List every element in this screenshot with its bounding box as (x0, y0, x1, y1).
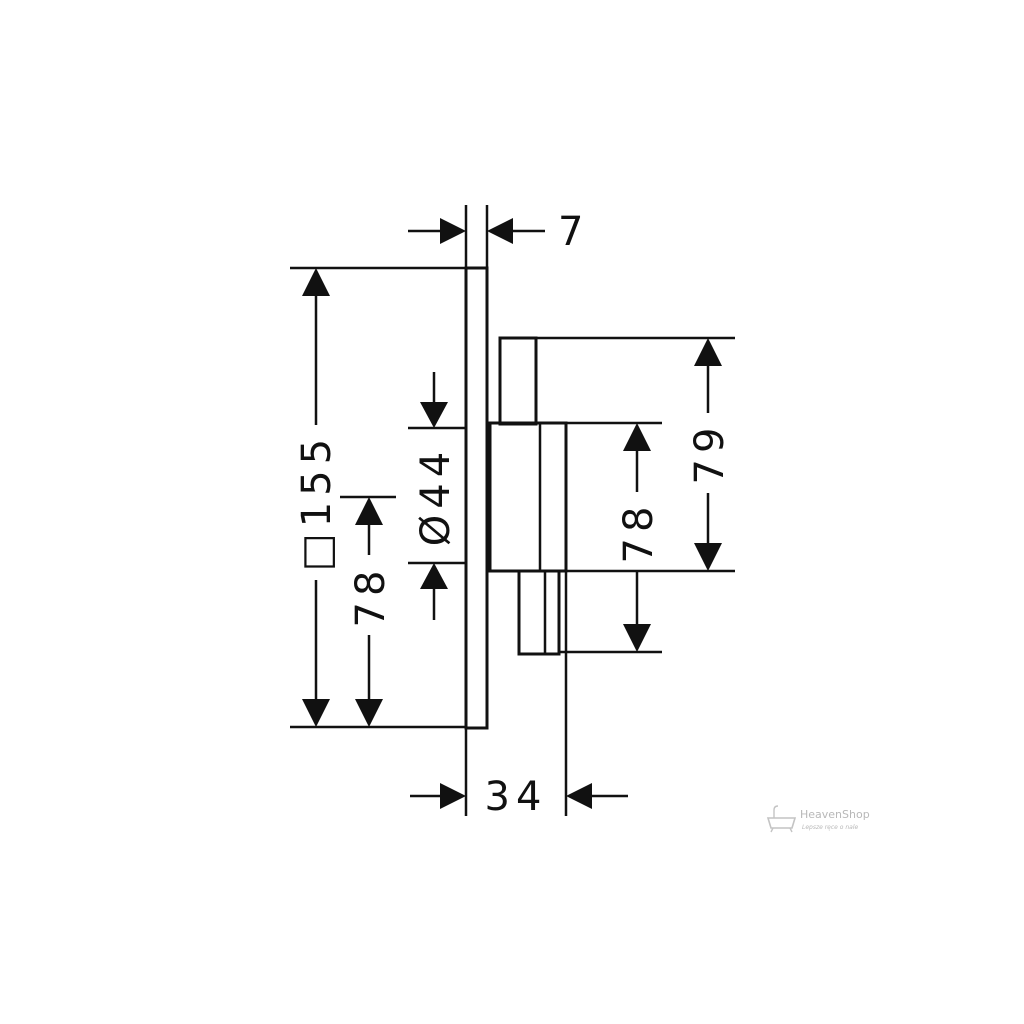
arrow-34-left (440, 783, 466, 809)
dim-label-diameter-44: Ø44 (413, 446, 459, 546)
watermark: HeavenShop Lepsze ręce o nale (766, 805, 870, 833)
upper-knob (498, 336, 538, 426)
arrow-44-bottom (420, 563, 448, 589)
dim-label-79: 79 (687, 422, 733, 485)
arrow-79-top (694, 338, 722, 366)
lower-knob (517, 569, 561, 656)
arrow-78-right-bottom (623, 624, 651, 652)
arrow-34-right (566, 783, 592, 809)
arrow-7-right (487, 218, 513, 244)
watermark-brand: HeavenShop (800, 808, 870, 821)
arrow-78-right-top (623, 423, 651, 451)
cover-plate (464, 266, 489, 730)
arrow-155-bottom (302, 699, 330, 727)
arrow-7-left (440, 218, 466, 244)
dim-label-155: □155 (294, 433, 340, 571)
arrow-44-top (420, 402, 448, 428)
bathtub-icon (766, 805, 797, 833)
arrow-79-bottom (694, 543, 722, 571)
watermark-tagline: Lepsze ręce o nale (802, 824, 858, 831)
dim-label-78-right: 78 (616, 501, 662, 564)
central-body (488, 421, 568, 573)
dim-label-78-left: 78 (348, 565, 394, 628)
dim-label-7: 7 (558, 209, 589, 255)
arrow-155-top (302, 268, 330, 296)
arrow-78-left-top (355, 497, 383, 525)
dim-label-34: 34 (485, 774, 548, 820)
arrow-78-left-bottom (355, 699, 383, 727)
